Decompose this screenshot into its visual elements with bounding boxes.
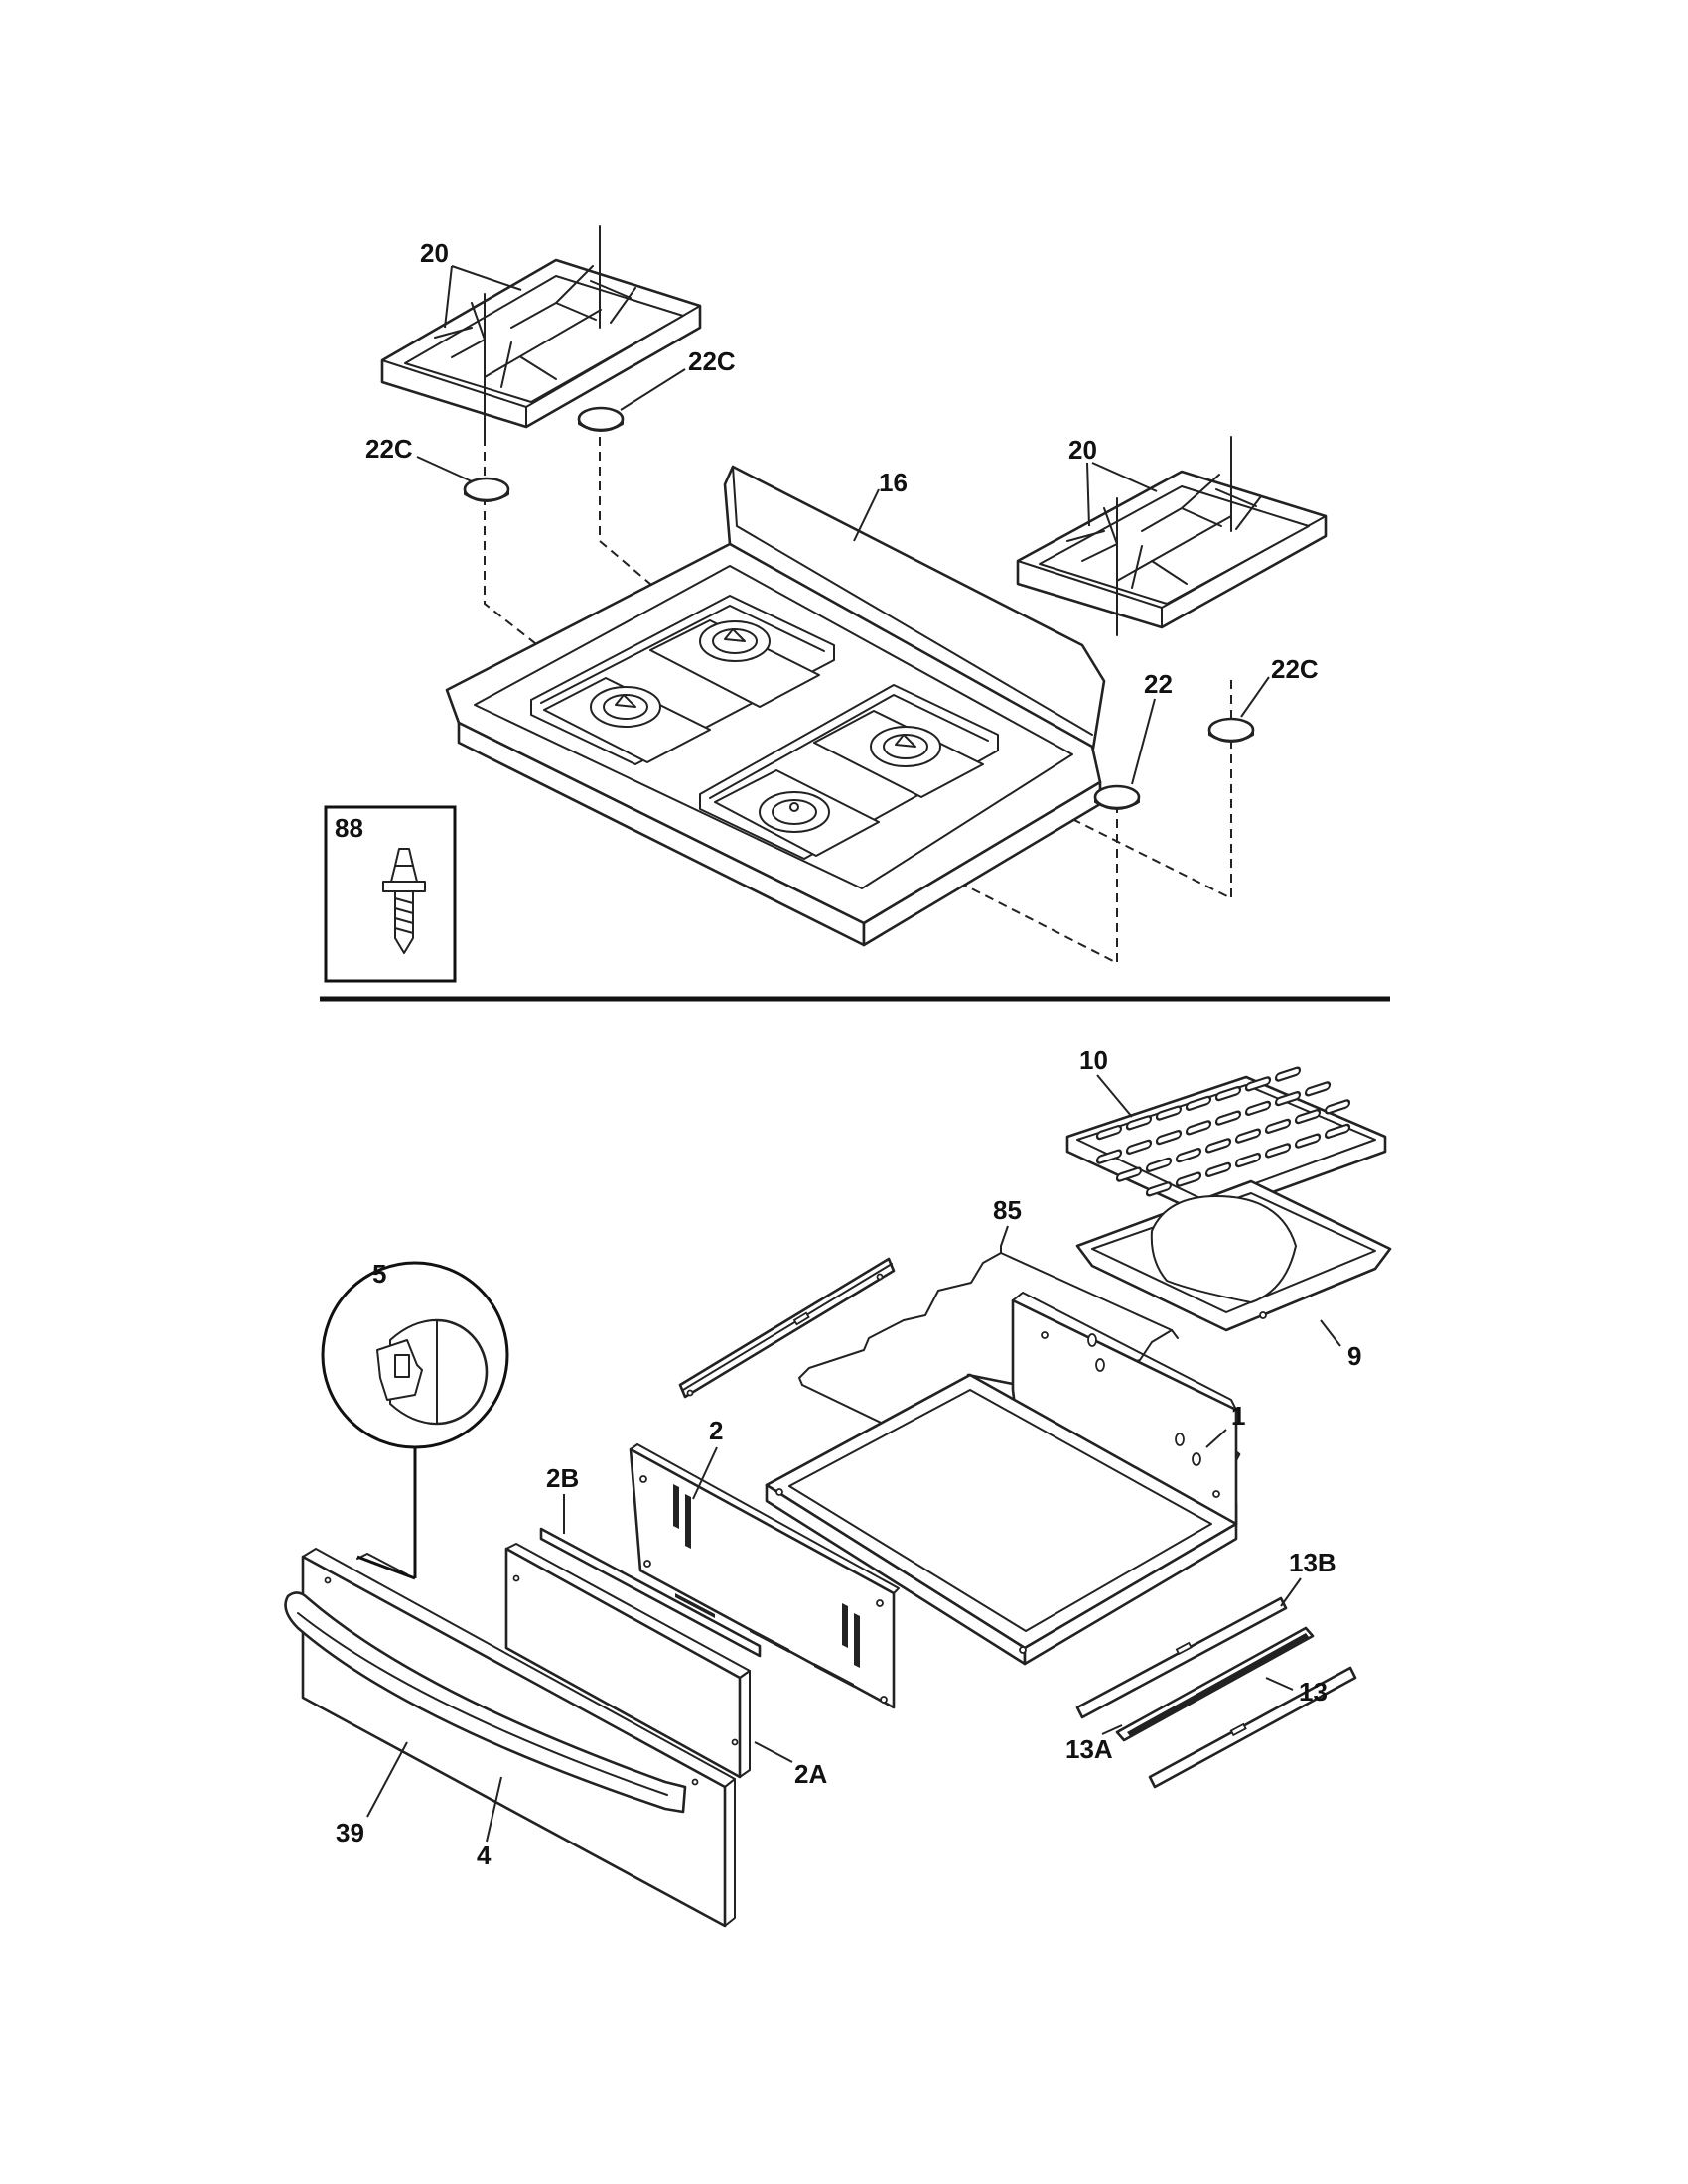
drawer-body xyxy=(765,1292,1241,1666)
upper-left-drawer-rail xyxy=(678,1257,896,1399)
burner-cap-left-front xyxy=(463,477,510,502)
callout-22c-a: 22C xyxy=(688,346,736,376)
callout-20b: 20 xyxy=(1068,435,1097,465)
screw-inset-box xyxy=(324,805,457,983)
broiler-pan-slots xyxy=(1095,1066,1351,1197)
callout-4: 4 xyxy=(477,1841,492,1870)
broiler-pan xyxy=(1075,1179,1392,1332)
callout-9: 9 xyxy=(1347,1341,1361,1371)
callout-5: 5 xyxy=(372,1259,386,1289)
drawer-slide-rails xyxy=(1075,1596,1357,1789)
callout-88: 88 xyxy=(335,813,363,843)
callout-22c-c: 22C xyxy=(1271,654,1319,684)
drawer-back-panel xyxy=(629,1443,900,1709)
callout-10: 10 xyxy=(1079,1045,1108,1075)
callout-2: 2 xyxy=(709,1416,723,1445)
callout-39: 39 xyxy=(336,1818,364,1847)
callout-13b: 13B xyxy=(1289,1548,1336,1577)
drawer-door xyxy=(284,1548,736,1928)
drawer-handle xyxy=(284,1591,687,1814)
callout-13: 13 xyxy=(1299,1677,1328,1706)
right-burner-grates xyxy=(1016,436,1328,636)
callout-22: 22 xyxy=(1144,669,1173,699)
callout-22c-b: 22C xyxy=(365,434,413,464)
drawer-knob-detail xyxy=(321,1261,509,1580)
main-cooktop xyxy=(445,465,1106,947)
broiler-pan-insert xyxy=(1065,1066,1387,1218)
cooktop-callouts: 20 22C 22C 16 20 22 22C 88 xyxy=(335,238,1319,843)
left-burner-grates xyxy=(380,225,702,438)
burner-cap-right-rear xyxy=(1207,717,1255,743)
callout-1: 1 xyxy=(1231,1401,1245,1431)
callout-2b: 2B xyxy=(546,1463,579,1493)
burner-cap-right-front xyxy=(1093,784,1141,810)
callout-13a: 13A xyxy=(1065,1734,1113,1764)
callout-2a: 2A xyxy=(794,1759,827,1789)
drawer-callouts: 10 85 9 5 2 2B 1 13B 13 13A 2A 39 4 xyxy=(336,1045,1361,1870)
drawer-front-panel xyxy=(504,1543,751,1779)
burner-cap-left-rear xyxy=(577,406,625,432)
callout-20a: 20 xyxy=(420,238,449,268)
callout-16: 16 xyxy=(879,468,908,497)
drawer-front-panel-strip xyxy=(539,1527,762,1658)
callout-85: 85 xyxy=(993,1195,1022,1225)
